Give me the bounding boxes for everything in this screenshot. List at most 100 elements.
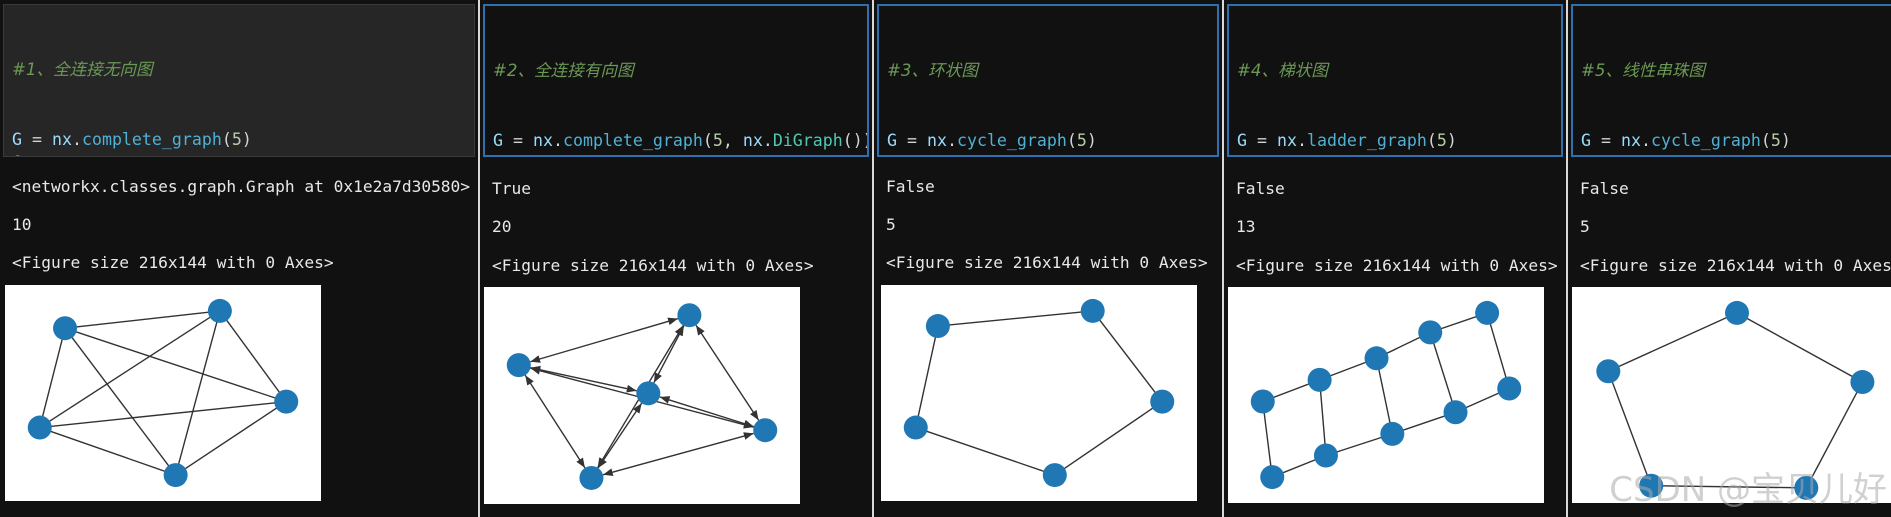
graph-node: [1794, 475, 1819, 500]
graph-node: [274, 389, 299, 414]
code-token: nx: [742, 131, 763, 151]
code-token: ): [1446, 131, 1457, 151]
graph-node: [1443, 400, 1468, 425]
code-token: (: [1426, 131, 1437, 151]
code-cell-4[interactable]: #4、梯状图 G = nx.ladder_graph(5)G.is_direct…: [1227, 4, 1563, 157]
graph-node: [1475, 300, 1500, 325]
graph-node: [1260, 465, 1285, 490]
code-cell-3[interactable]: #3、环状图 G = nx.cycle_graph(5)G.is_directe…: [877, 4, 1219, 157]
output-line-3: <Figure size 216x144 with 0 Axes>: [1236, 256, 1558, 275]
code-token: nx: [1620, 131, 1641, 151]
code-token: (: [1066, 131, 1077, 151]
code-token: G: [12, 153, 22, 156]
graph-edge: [530, 365, 637, 393]
code-lines: G = nx.complete_graph(5, nx.DiGraph())G.…: [493, 129, 867, 155]
code-token: G: [493, 131, 503, 151]
panel-divider: [1222, 0, 1224, 517]
code-line: G.is_directed(): [887, 152, 1217, 155]
graph-edge: [1262, 401, 1273, 478]
code-token: =: [1247, 131, 1277, 151]
graph-edge: [1651, 485, 1807, 489]
code-token: G: [1237, 131, 1247, 151]
code-comment: #3、环状图: [887, 60, 978, 80]
graph-edge: [1318, 379, 1327, 456]
code-token: =: [897, 131, 927, 151]
graph-edge: [530, 317, 679, 363]
code-cell-1[interactable]: #1、全连接无向图 G = nx.complete_graph(5)GG.siz…: [3, 4, 475, 157]
code-token: .: [1640, 131, 1651, 151]
code-token: .: [552, 131, 563, 151]
output-line-2: 5: [886, 215, 896, 234]
panel-divider: [872, 0, 874, 517]
code-token: nx: [51, 130, 72, 150]
cell-panel-2: #2、全连接有向图 G = nx.complete_graph(5, nx.Di…: [480, 0, 872, 517]
code-line: G = nx.cycle_graph(5): [887, 129, 1217, 152]
output-line-3: <Figure size 216x144 with 0 Axes>: [886, 253, 1208, 272]
output-line-1: False: [1580, 179, 1629, 198]
graph-edge: [1486, 312, 1510, 389]
graph-node: [27, 415, 52, 440]
code-token: 5: [1076, 131, 1087, 151]
graph-edge: [1092, 310, 1163, 403]
code-token: G: [1581, 131, 1591, 151]
code-comment: #4、梯状图: [1237, 60, 1328, 80]
graph-edge: [1375, 358, 1394, 435]
cell-panel-3: #3、环状图 G = nx.cycle_graph(5)G.is_directe…: [874, 0, 1222, 517]
code-line: G = nx.ladder_graph(5): [1237, 129, 1561, 152]
graph-edge: [39, 310, 221, 429]
graph-edge: [597, 402, 643, 469]
graph-figure-1: [5, 285, 321, 501]
graph-edge: [39, 328, 66, 428]
code-token: nx: [926, 131, 947, 151]
graph-node: [1850, 370, 1875, 395]
code-line: G: [12, 151, 474, 156]
code-line: G = nx.complete_graph(5): [12, 128, 474, 151]
code-token: .: [762, 131, 773, 151]
code-token: G: [493, 154, 503, 155]
graph-node: [1380, 421, 1405, 446]
code-token: ,: [722, 131, 743, 151]
code-token: DiGraph: [772, 131, 843, 151]
graph-edge: [915, 325, 939, 428]
output-line-3: <Figure size 216x144 with 0 Axes>: [492, 256, 814, 275]
code-comment: #5、线性串珠图: [1581, 60, 1706, 80]
graph-node: [1725, 300, 1749, 325]
graph-edge: [695, 324, 760, 421]
graph-edge: [1429, 332, 1457, 413]
code-token: is_directed: [907, 154, 1017, 155]
code-line: G.is_directed(): [1237, 152, 1561, 155]
graph-node: [1307, 367, 1332, 392]
code-token: (: [702, 131, 713, 151]
code-token: ladder_graph: [1306, 131, 1427, 151]
code-token: ): [1780, 131, 1791, 151]
graph-edge: [219, 310, 287, 403]
code-token: 5: [1770, 131, 1781, 151]
code-token: G: [1237, 154, 1247, 155]
cell-panel-5: #5、线性串珠图 G = nx.cycle_graph(5)G.is_direc…: [1568, 0, 1891, 517]
graph-node: [506, 353, 531, 378]
graph-node: [53, 316, 78, 341]
graph-node: [163, 463, 188, 488]
graph-edge: [64, 327, 287, 403]
code-token: =: [1591, 131, 1621, 151]
graph-node: [1250, 389, 1275, 414]
graph-edge: [39, 426, 176, 476]
output-line-1: False: [886, 177, 935, 196]
graph-edge: [524, 374, 586, 469]
code-comment: #2、全连接有向图: [493, 60, 634, 80]
graph-node: [1150, 389, 1175, 414]
code-cell-5[interactable]: #5、线性串珠图 G = nx.cycle_graph(5)G.is_direc…: [1571, 4, 1891, 157]
code-token: is_directed: [1601, 154, 1711, 155]
graph-edge: [39, 400, 287, 429]
code-comment: #1、全连接无向图: [12, 59, 153, 79]
graph-node: [1364, 346, 1389, 371]
graph-drawing: [1250, 300, 1522, 490]
code-token: .: [1296, 131, 1307, 151]
code-cell-2[interactable]: #2、全连接有向图 G = nx.complete_graph(5, nx.Di…: [483, 4, 869, 157]
code-token: .: [946, 131, 957, 151]
graph-figure-4: [1228, 287, 1544, 503]
code-token: G: [12, 130, 22, 150]
graph-node: [1418, 320, 1443, 345]
code-token: (): [1017, 154, 1037, 155]
graph-node: [1639, 473, 1664, 498]
